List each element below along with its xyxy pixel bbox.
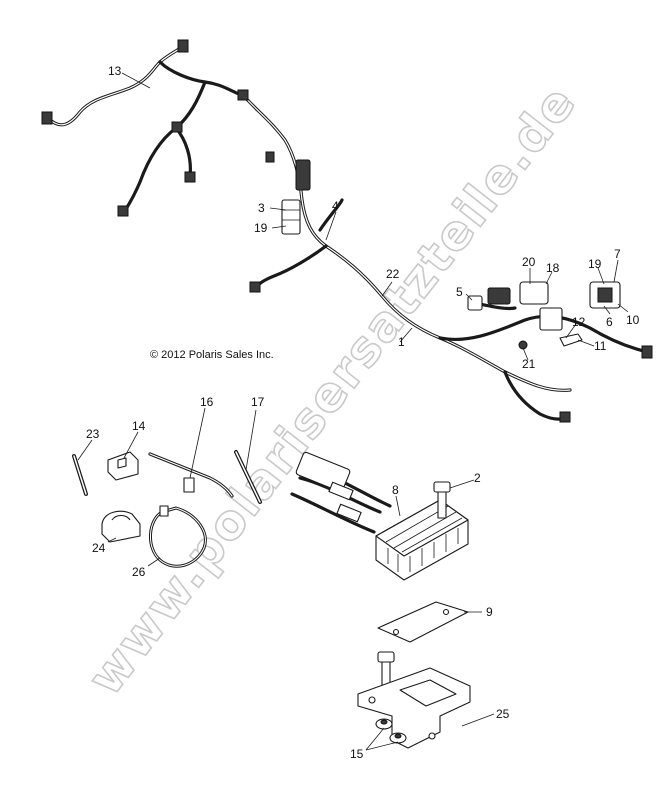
harness-connector [559,411,571,423]
harness-connector [265,151,275,163]
fastener [518,340,528,350]
callout-label: 2 [474,471,481,485]
harness-connector [295,159,311,191]
cable-tie-17 [234,450,262,504]
cable-tie-23 [72,454,88,496]
callout-label: 12 [572,315,586,329]
harness-connector [641,345,653,359]
callout-label: 18 [546,261,560,275]
callout-label: 9 [486,605,493,619]
callout-label: 4 [332,199,339,213]
callout-label: 17 [251,395,265,409]
harness-connector [184,171,196,183]
tie-strap-16 [148,452,234,498]
callout-label: 10 [626,313,640,327]
harness-connector [249,281,261,293]
callout-label: 26 [132,565,146,579]
harness-connector [117,205,129,217]
callout-label: 8 [392,483,399,497]
clip-14 [107,451,139,481]
clamp-25 [101,510,141,543]
callout-label: 11 [594,339,607,353]
relay-group [467,281,621,350]
bolt-2 [433,481,451,519]
harness-connector [237,89,249,101]
callout-label: 19 [254,221,268,235]
plate-9 [377,601,469,643]
callout-label: 1 [398,335,405,349]
connector-block [281,199,301,235]
callout-label: 14 [132,419,146,433]
callout-label: 22 [386,267,400,281]
callout-labels: 13 3 19 4 22 1 5 20 18 19 7 6 10 12 11 2… [86,64,640,761]
leader-lines [77,72,629,751]
callout-label: 6 [606,315,613,329]
callout-label: 24 [92,541,106,555]
watermark-text: www.polarisersatzteile.de [77,75,587,706]
copyright-text: © 2012 Polaris Sales Inc. [150,349,274,361]
callout-label: 13 [108,64,122,78]
callout-label: 19 [588,257,602,271]
callout-label: 5 [456,285,463,299]
harness-connector [177,39,189,53]
nuts-15 [375,718,407,744]
harness-connector [41,111,53,125]
callout-label: 21 [522,357,536,371]
callout-label: 3 [258,201,265,215]
callout-label: 23 [86,427,100,441]
harness-connector [171,121,183,133]
bracket-24 [357,667,471,749]
callout-label: 20 [522,255,536,269]
bolt-bracket [377,651,395,687]
strap-26 [149,505,207,568]
callout-label: 16 [200,395,214,409]
callout-label: 7 [614,247,621,261]
callout-label: 15 [350,747,364,761]
callout-label: 25 [496,707,510,721]
